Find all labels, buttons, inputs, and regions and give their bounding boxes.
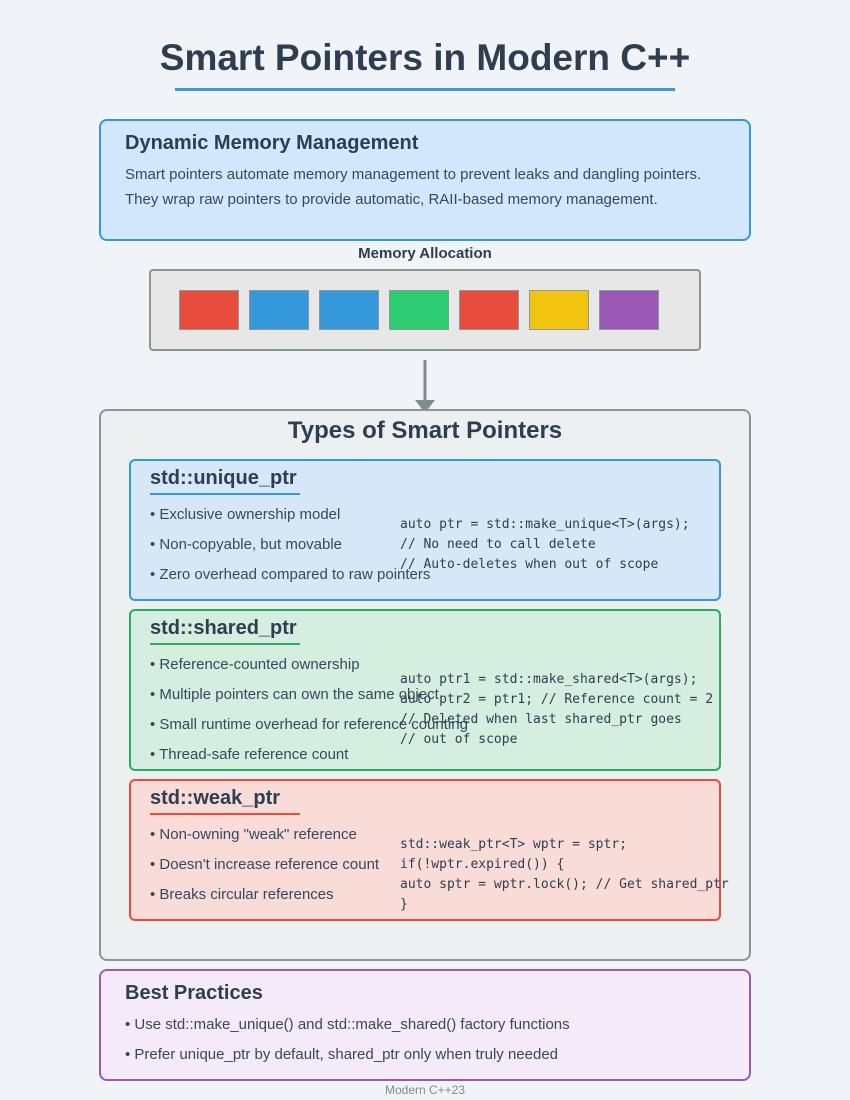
intro-panel xyxy=(99,119,751,241)
shared-ptr-code-line: // out of scope xyxy=(400,732,518,747)
unique-ptr-underline xyxy=(150,493,300,495)
title-underline xyxy=(175,88,675,91)
best-practice-item: • Use std::make_unique() and std::make_s… xyxy=(125,1016,570,1033)
shared-ptr-underline xyxy=(150,643,300,645)
weak-ptr-heading: std::weak_ptr xyxy=(150,787,281,809)
shared-ptr-bullet: • Multiple pointers can own the same obj… xyxy=(150,686,439,703)
unique-ptr-code-line: // No need to call delete xyxy=(400,537,596,552)
intro-line-2: They wrap raw pointers to provide automa… xyxy=(125,191,658,208)
memory-block xyxy=(529,290,589,330)
page-title: Smart Pointers in Modern C++ xyxy=(159,37,691,78)
unique-ptr-bullet: • Zero overhead compared to raw pointers xyxy=(150,566,431,583)
weak-ptr-card xyxy=(129,779,721,921)
memory-allocation-label: Memory Allocation xyxy=(358,245,492,262)
unique-ptr-bullet: • Non-copyable, but movable xyxy=(150,536,343,553)
shared-ptr-bullet: • Reference-counted ownership xyxy=(150,656,360,673)
types-title: Types of Smart Pointers xyxy=(287,417,563,444)
unique-ptr-bullet: • Exclusive ownership model xyxy=(150,506,341,523)
shared-ptr-heading: std::shared_ptr xyxy=(150,617,297,639)
memory-block xyxy=(179,290,239,330)
weak-ptr-bullet: • Non-owning "weak" reference xyxy=(150,826,357,843)
unique-ptr-card xyxy=(129,459,721,601)
shared-ptr-card xyxy=(129,609,721,771)
weak-ptr-bullet: • Breaks circular references xyxy=(150,886,334,903)
weak-ptr-code-line: } xyxy=(400,897,408,912)
shared-ptr-bullet: • Small runtime overhead for reference c… xyxy=(150,716,468,733)
weak-ptr-bullet: • Doesn't increase reference count xyxy=(150,856,380,873)
shared-ptr-bullet: • Thread-safe reference count xyxy=(150,746,349,763)
footer: Modern C++23 xyxy=(384,1083,466,1097)
shared-ptr-code-line: // Deleted when last shared_ptr goes xyxy=(400,712,682,727)
best-practice-item: • Prefer unique_ptr by default, shared_p… xyxy=(125,1046,559,1063)
shared-ptr-code-line: auto ptr1 = std::make_shared<T>(args); xyxy=(400,672,698,687)
best-practices-panel xyxy=(99,969,751,1081)
memory-block xyxy=(599,290,659,330)
unique-ptr-code-line: auto ptr = std::make_unique<T>(args); xyxy=(400,517,690,532)
arrow-head xyxy=(415,400,435,413)
memory-block xyxy=(249,290,309,330)
memory-block xyxy=(389,290,449,330)
weak-ptr-underline xyxy=(150,813,300,815)
memory-block xyxy=(319,290,379,330)
down-arrow-icon xyxy=(415,360,435,413)
intro-line-1: Smart pointers automate memory managemen… xyxy=(125,166,702,183)
unique-ptr-code-line: // Auto-deletes when out of scope xyxy=(400,557,659,572)
weak-ptr-code-line: std::weak_ptr<T> wptr = sptr; xyxy=(400,837,627,852)
intro-heading: Dynamic Memory Management xyxy=(125,132,419,154)
weak-ptr-code-line: if(!wptr.expired()) { xyxy=(400,857,565,872)
shared-ptr-code-line: auto ptr2 = ptr1; // Reference count = 2 xyxy=(400,692,714,707)
unique-ptr-heading: std::unique_ptr xyxy=(150,467,297,489)
memory-block xyxy=(459,290,519,330)
weak-ptr-code-line: auto sptr = wptr.lock(); // Get shared_p… xyxy=(400,877,729,892)
best-practices-heading: Best Practices xyxy=(125,982,263,1004)
